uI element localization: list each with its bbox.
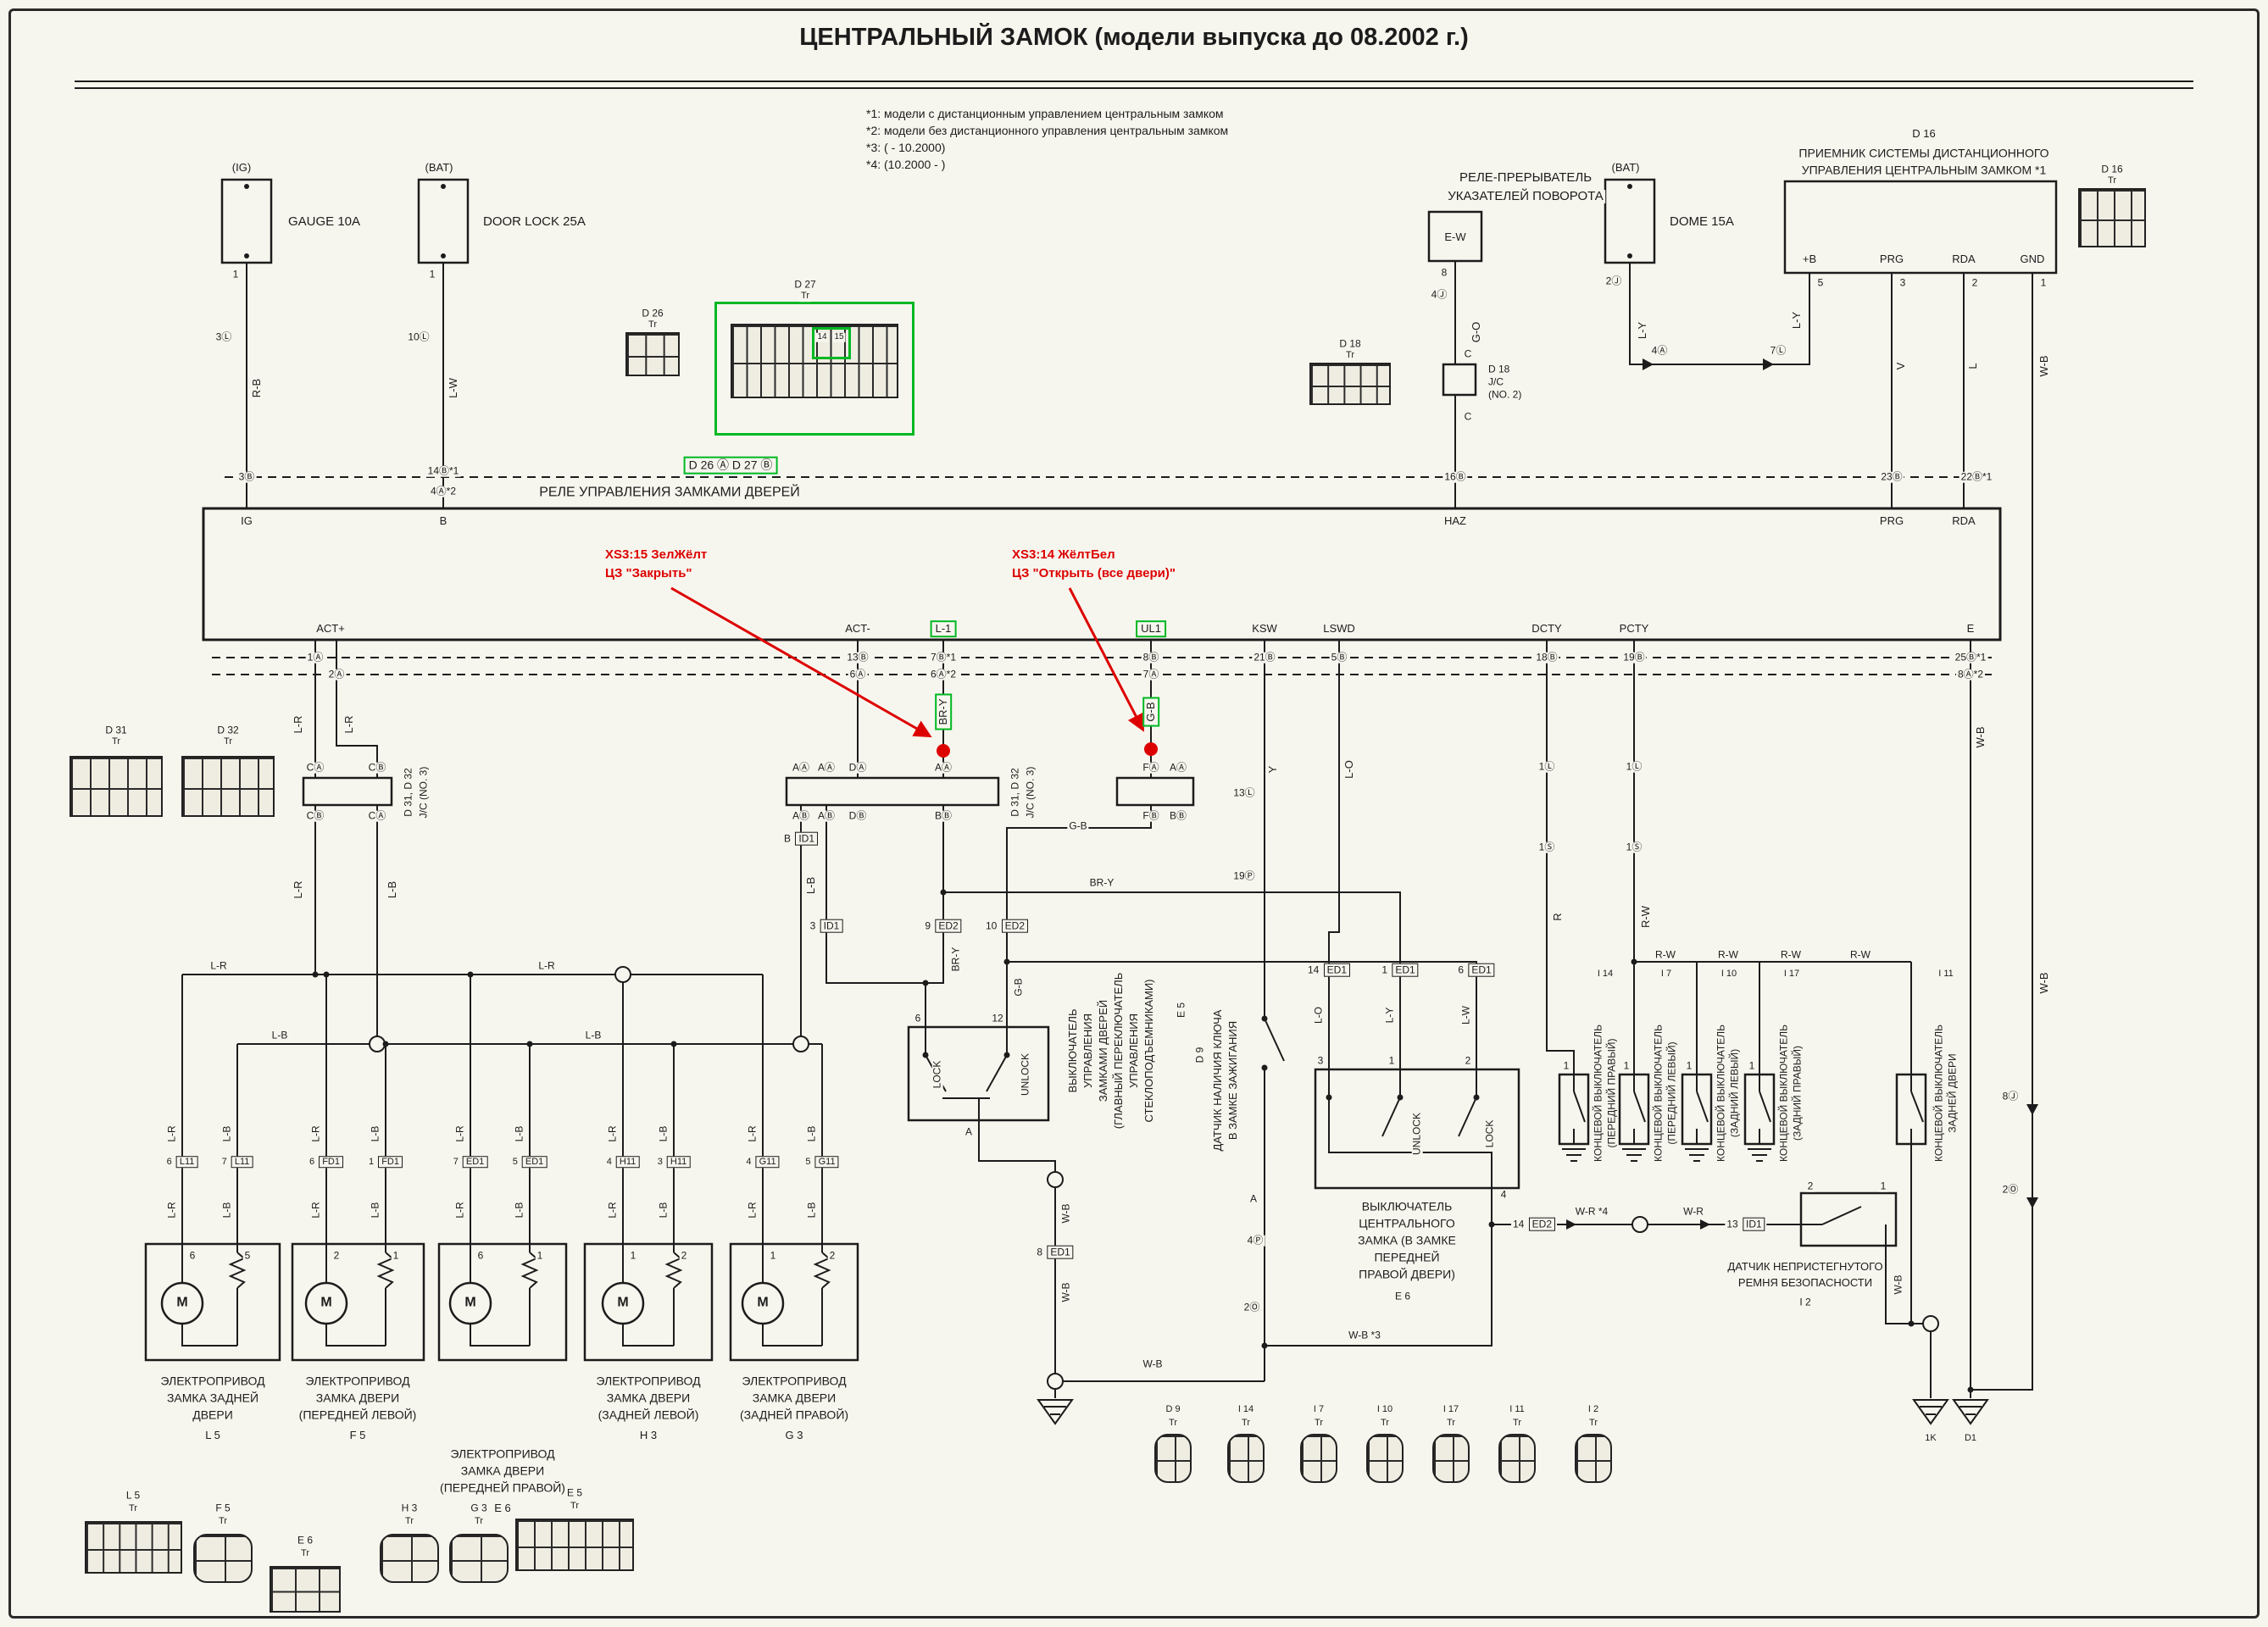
wire-point-open xyxy=(1144,742,1158,756)
motor-symbol xyxy=(304,1281,348,1325)
actuator-rr-box xyxy=(729,1242,859,1362)
dashed-wires xyxy=(212,476,1992,675)
jc-no3-right-box xyxy=(1115,776,1195,807)
jc-no3-mid-box xyxy=(785,776,1000,807)
red-annotation-graphics xyxy=(670,586,1158,758)
central-lock-switch-box xyxy=(1314,1068,1520,1190)
actuator-fr-box xyxy=(437,1242,568,1362)
actuator-rl-box xyxy=(583,1242,714,1362)
fuse-dome-box xyxy=(1604,178,1656,264)
actuator-back-box xyxy=(144,1242,281,1362)
master-switch-box xyxy=(907,1025,1050,1122)
note-4: *4: (10.2000 - ) xyxy=(866,158,946,171)
junction-dots xyxy=(244,184,1974,1393)
motor-symbol xyxy=(601,1281,645,1325)
notes-block: *1: модели с дистанционным управлением ц… xyxy=(866,105,1228,173)
limit-switch-rr-box xyxy=(1743,1073,1776,1146)
limit-switch-back-box xyxy=(1895,1073,1927,1146)
limit-switch-fr-box xyxy=(1558,1073,1590,1146)
door-lock-relay-box xyxy=(202,507,2002,641)
inline-connector-arrows xyxy=(1566,358,2038,1230)
diagram-title: ЦЕНТРАЛЬНЫЙ ЗАМОК (модели выпуска до 08.… xyxy=(799,24,1469,51)
jc-no3-left-box xyxy=(302,776,393,807)
junction-circles xyxy=(369,966,1939,1390)
fuse-gauge-box xyxy=(220,178,273,264)
actuator-fl-box xyxy=(291,1242,425,1362)
motor-symbol xyxy=(160,1281,204,1325)
limit-switch-rl-box xyxy=(1681,1073,1713,1146)
receiver-box xyxy=(1783,180,2058,275)
limit-switch-fl-box xyxy=(1618,1073,1650,1146)
note-1: *1: модели с дистанционным управлением ц… xyxy=(866,107,1224,120)
wire-point-close xyxy=(937,744,950,758)
seatbelt-sensor-box xyxy=(1799,1191,1898,1247)
motor-symbol xyxy=(448,1281,492,1325)
note-2: *2: модели без дистанционного управления… xyxy=(866,124,1229,137)
wires xyxy=(75,81,2193,1398)
component-boxes xyxy=(144,178,2058,1362)
note-3: *3: ( - 10.2000) xyxy=(866,141,946,154)
jc-no2-box xyxy=(1442,363,1477,397)
ground-symbols xyxy=(1037,1148,1989,1425)
turn-relay-box xyxy=(1427,210,1483,263)
motor-symbol xyxy=(741,1281,785,1325)
fuse-doorlock-box xyxy=(417,178,470,264)
